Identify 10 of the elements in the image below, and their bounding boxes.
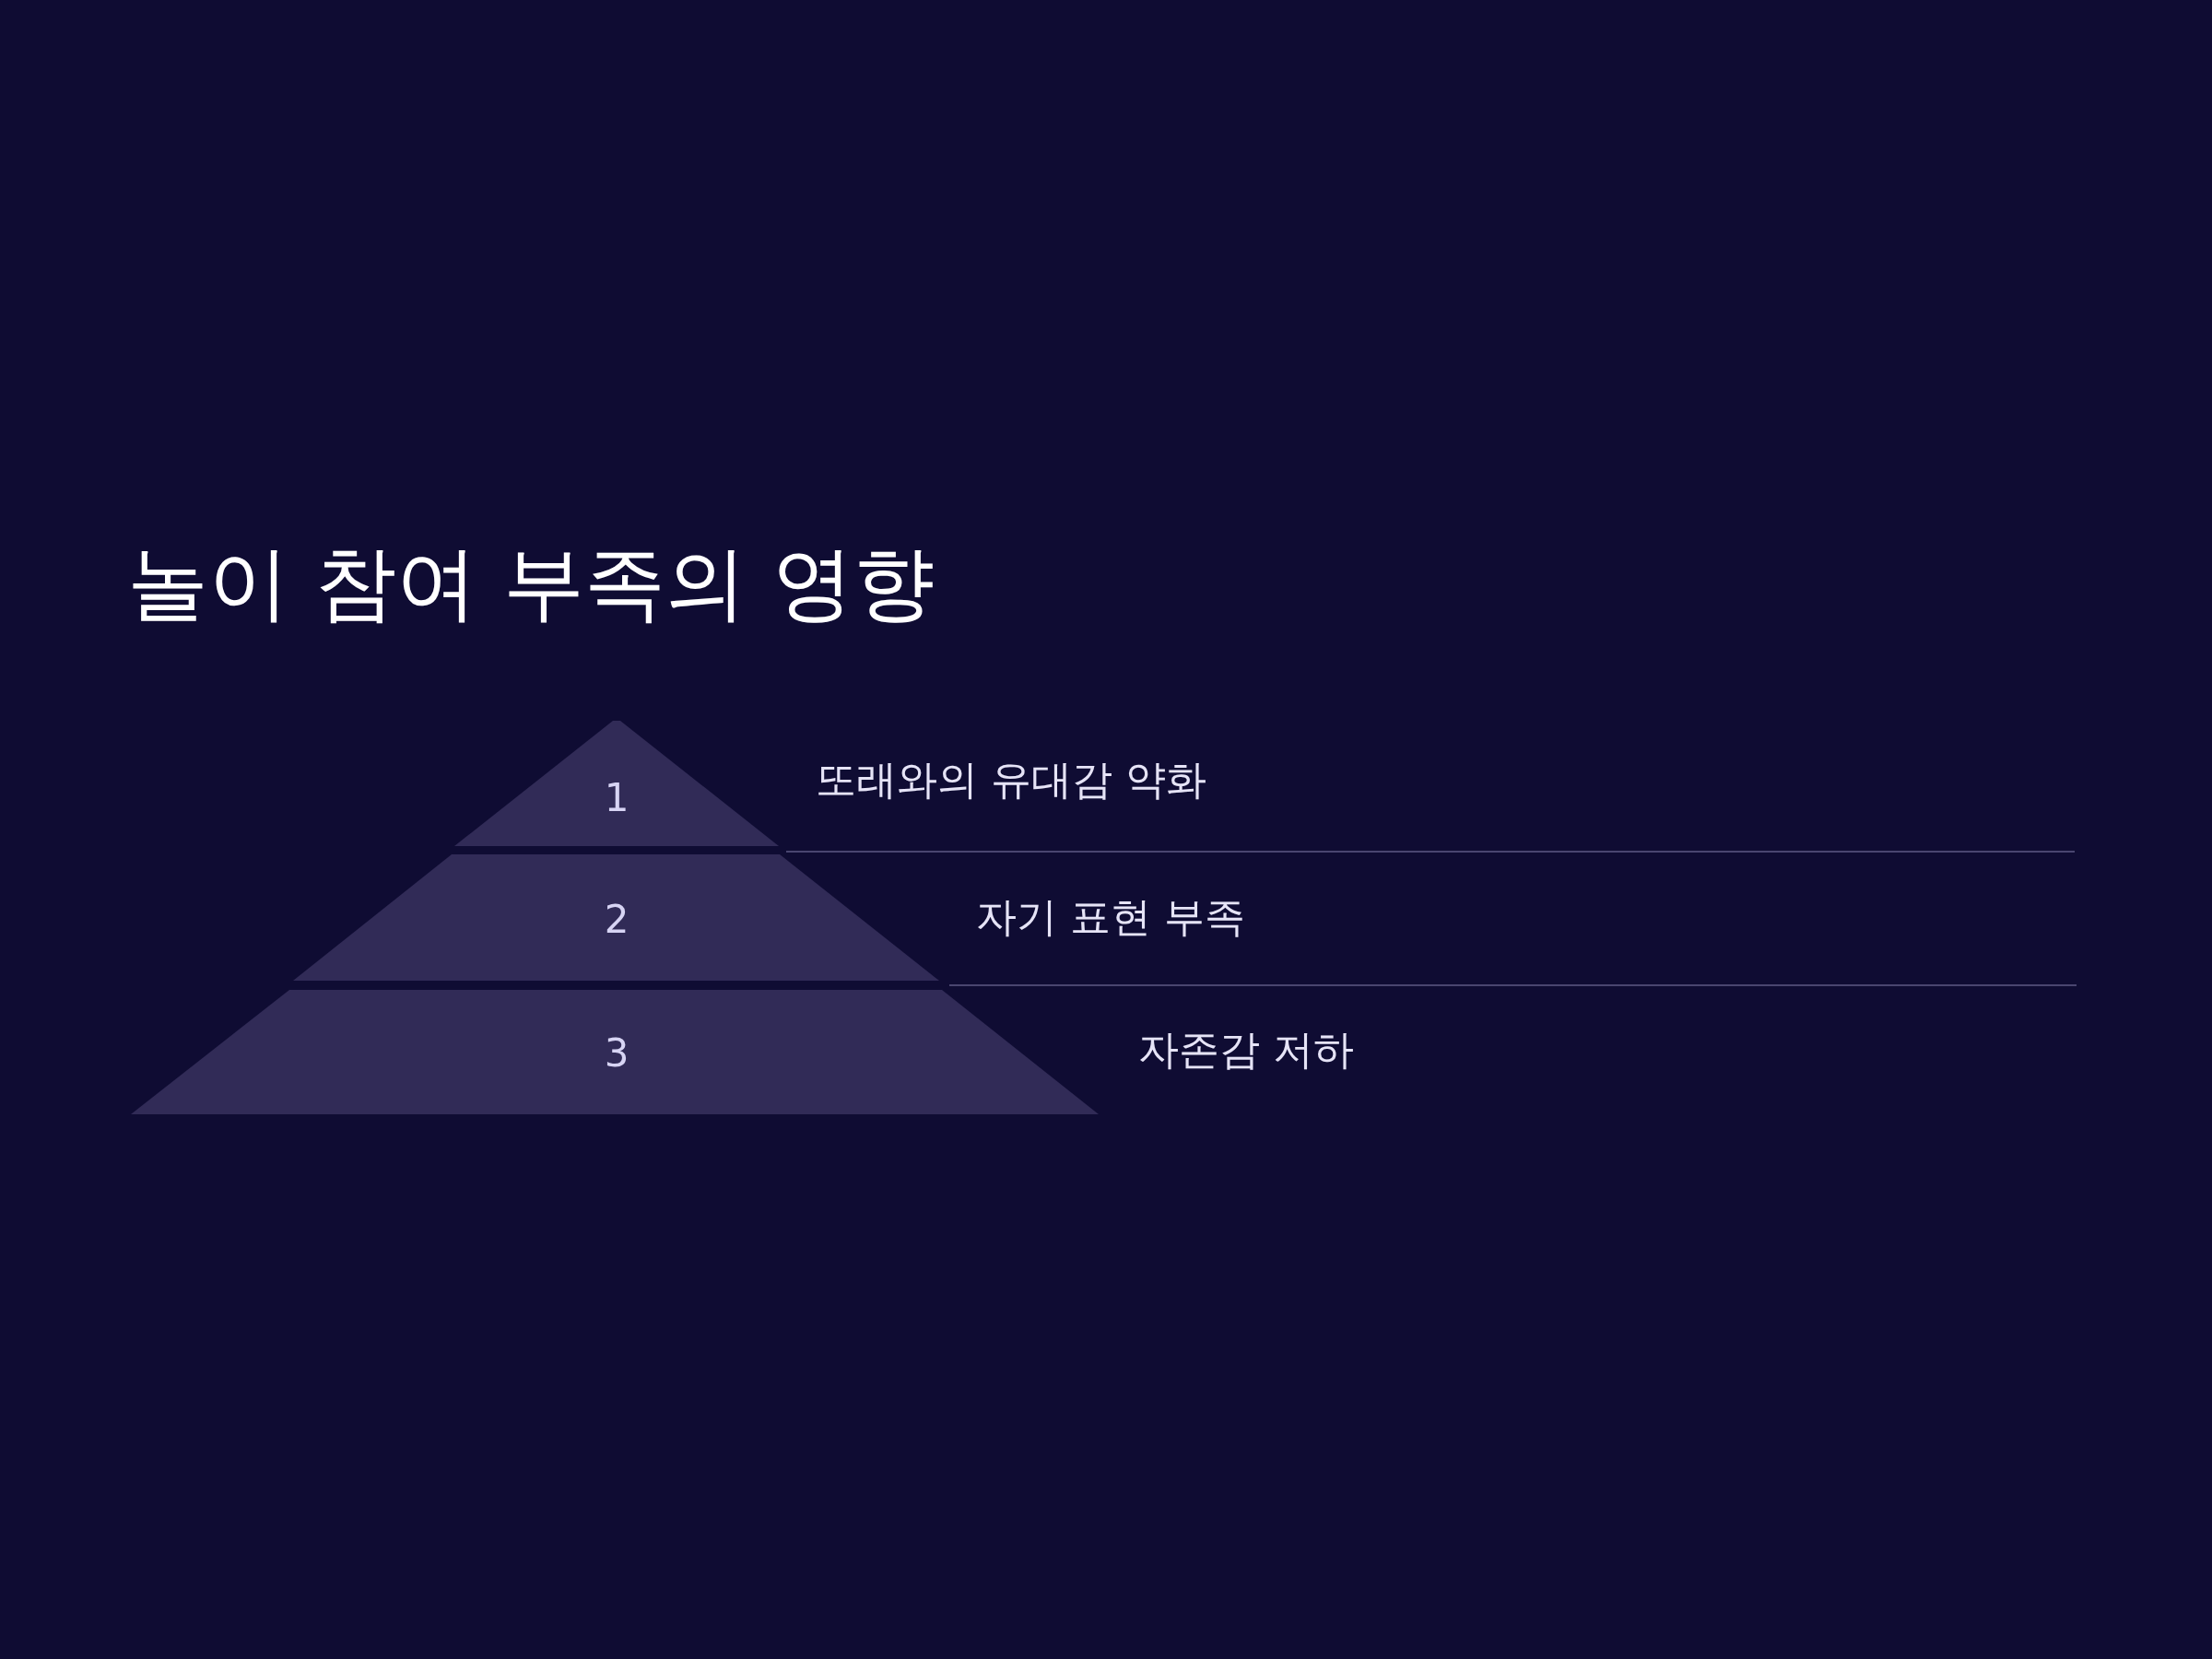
tier-label: 자기 표현 부족: [976, 892, 1245, 942]
tier-number: 1: [604, 779, 629, 818]
tier-label: 또래와의 유대감 약화: [816, 755, 1206, 805]
slide-title: 놀이 참여 부족의 영향: [127, 539, 935, 629]
tier-number: 3: [604, 1034, 629, 1073]
tier-label: 자존감 저하: [1138, 1025, 1354, 1075]
pyramid-tier: [131, 990, 1099, 1114]
pyramid-tier: [454, 721, 779, 846]
pyramid-tier: [293, 854, 939, 981]
tier-number: 2: [604, 900, 629, 939]
